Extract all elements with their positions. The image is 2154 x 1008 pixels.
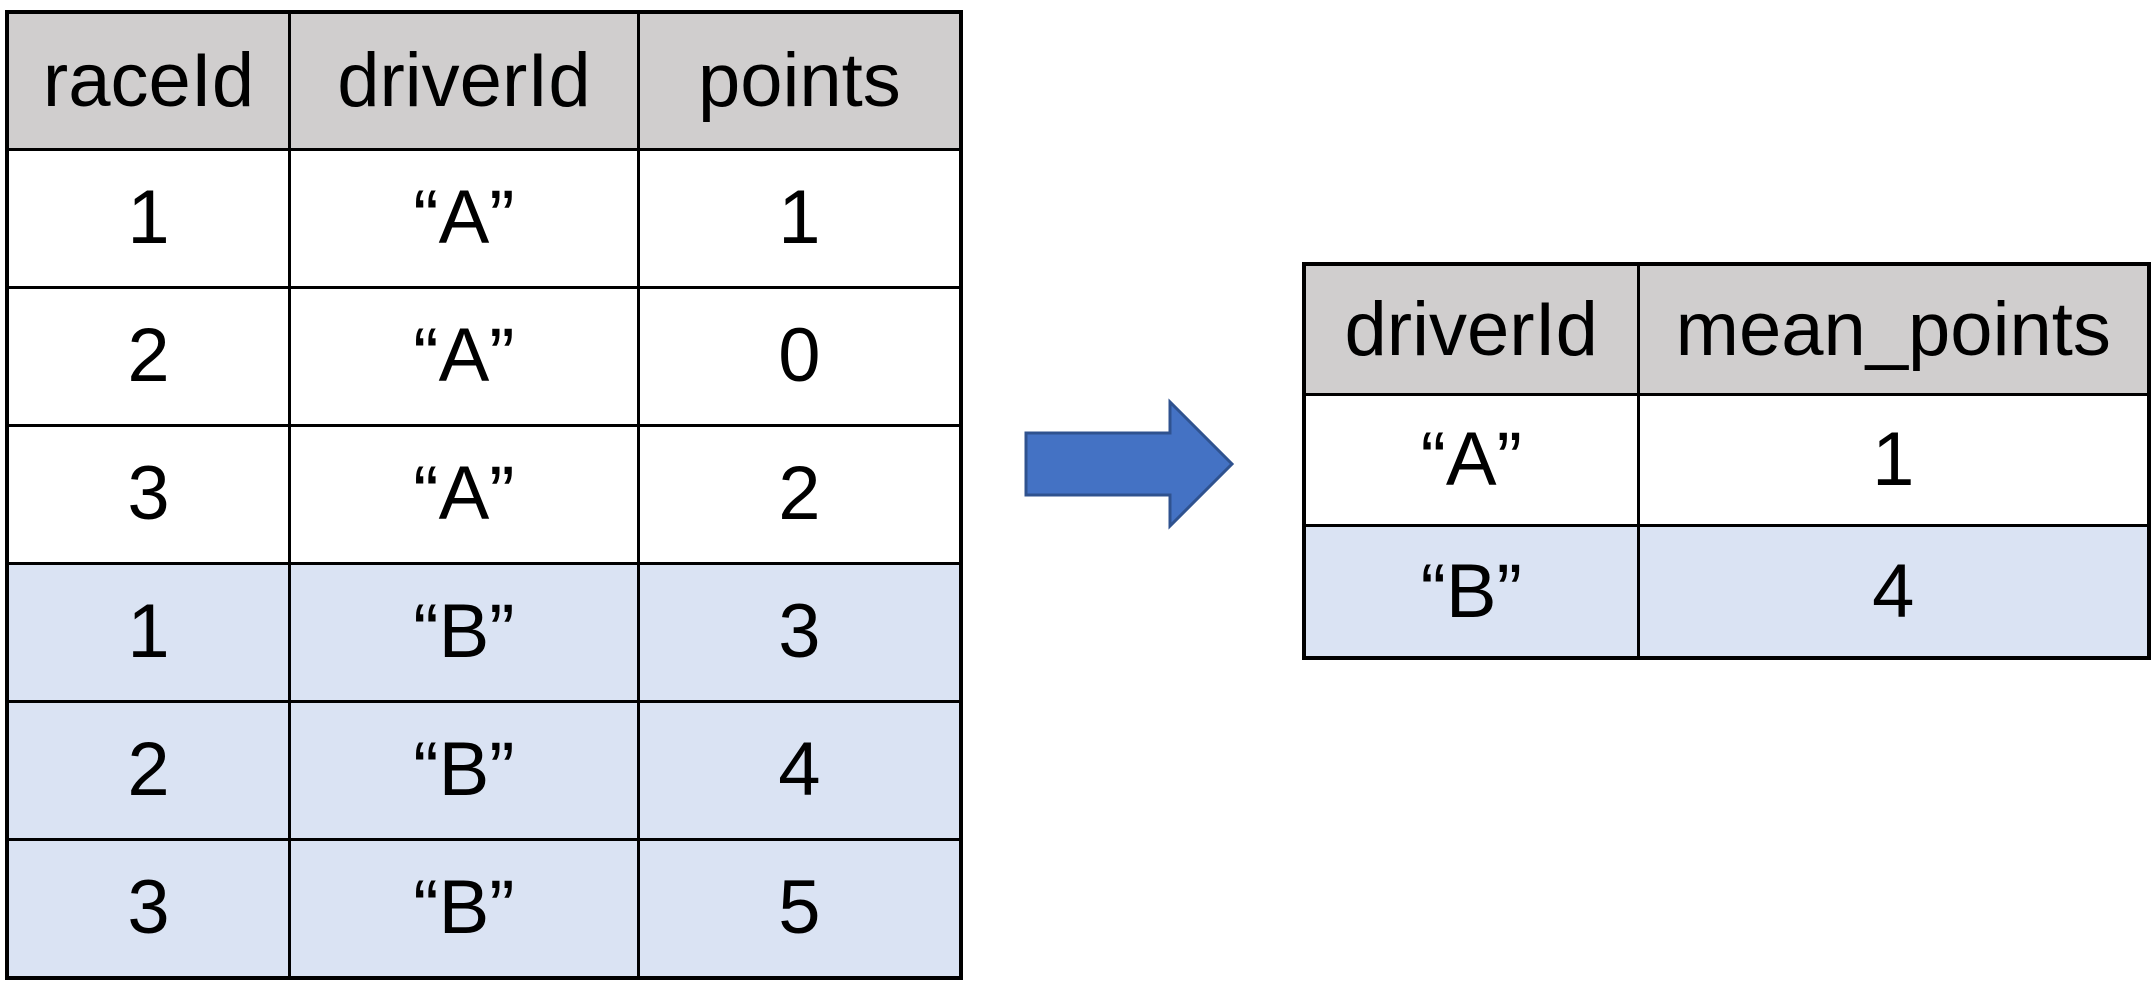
cell-raceid: 3: [5, 837, 292, 980]
table-row: 3 “B” 5: [5, 837, 963, 980]
cell-points: 3: [636, 561, 963, 703]
cell-raceid: 3: [5, 423, 292, 565]
table-row: 2 “B” 4: [5, 699, 963, 841]
cell-driverid: “A”: [288, 285, 640, 427]
cell-driverid: “A”: [1302, 392, 1640, 528]
header-driverid: driverId: [288, 10, 640, 151]
output-header-row: driverId mean_points: [1302, 262, 2151, 396]
cell-mean-points: 1: [1636, 392, 2151, 528]
cell-driverid: “A”: [288, 423, 640, 565]
cell-driverid: “B”: [288, 561, 640, 703]
header-mean-points: mean_points: [1636, 262, 2151, 396]
right-arrow-icon: [1024, 398, 1235, 530]
table-row: 1 “A” 1: [5, 148, 963, 289]
header-points: points: [636, 10, 963, 151]
output-table: driverId mean_points “A” 1 “B” 4: [1302, 262, 2151, 660]
table-row: 1 “B” 3: [5, 561, 963, 703]
input-table: raceId driverId points 1 “A” 1 2 “A” 0 3…: [5, 10, 963, 980]
header-raceid: raceId: [5, 10, 292, 151]
cell-raceid: 2: [5, 285, 292, 427]
cell-raceid: 1: [5, 561, 292, 703]
cell-raceid: 1: [5, 148, 292, 289]
table-row: 3 “A” 2: [5, 423, 963, 565]
input-header-row: raceId driverId points: [5, 10, 963, 151]
table-row: “B” 4: [1302, 524, 2151, 660]
cell-points: 4: [636, 699, 963, 841]
cell-driverid: “A”: [288, 148, 640, 289]
cell-points: 2: [636, 423, 963, 565]
table-row: 2 “A” 0: [5, 285, 963, 427]
cell-points: 1: [636, 148, 963, 289]
cell-mean-points: 4: [1636, 524, 2151, 660]
header-driverid: driverId: [1302, 262, 1640, 396]
cell-driverid: “B”: [288, 699, 640, 841]
cell-raceid: 2: [5, 699, 292, 841]
cell-driverid: “B”: [288, 837, 640, 980]
cell-driverid: “B”: [1302, 524, 1640, 660]
table-row: “A” 1: [1302, 392, 2151, 528]
cell-points: 0: [636, 285, 963, 427]
cell-points: 5: [636, 837, 963, 980]
